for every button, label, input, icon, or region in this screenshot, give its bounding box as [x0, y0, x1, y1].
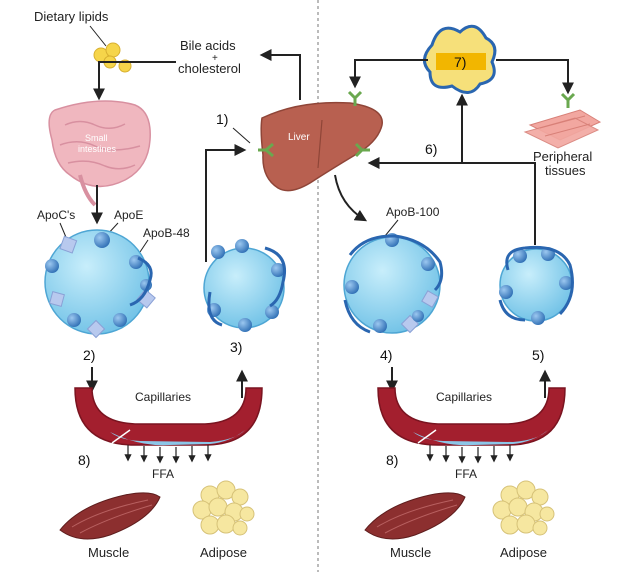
- peripheral-label: Peripheral: [533, 149, 592, 164]
- hdl-particle: [423, 24, 497, 94]
- adipose-left-icon: [192, 480, 255, 536]
- apob100-label: ApoB-100: [386, 205, 440, 219]
- arrow-bile-to-intestine: [93, 61, 176, 101]
- dietary-lipids-label: Dietary lipids: [34, 9, 109, 24]
- marker-2: 2): [83, 347, 95, 363]
- arrow-liver-to-bile: [259, 49, 301, 100]
- chylomicron-particle: [44, 229, 156, 339]
- arrow-liver-to-vldl: [334, 174, 368, 222]
- chylomicron-remnant-particle: [203, 239, 286, 332]
- ffa-left-label: FFA: [152, 467, 174, 481]
- small-label: Small: [85, 133, 108, 143]
- dietary-lipids-pointer: [89, 25, 107, 47]
- liver-receptor-top-icon: [347, 90, 363, 106]
- arrow-hdl-to-liver: [349, 59, 428, 89]
- liver-label: Liver: [288, 132, 310, 143]
- capillary-left: [74, 387, 263, 446]
- muscle-right-icon: [364, 492, 466, 540]
- marker-3: 3): [230, 339, 242, 355]
- arrow-ldl-to-hdl: [456, 93, 535, 164]
- liver-receptor-right-icon: [354, 142, 370, 158]
- apob100-pointer: [384, 219, 399, 237]
- ldl-particle: [498, 245, 574, 325]
- peripheral-tissue-icon: [523, 109, 602, 149]
- marker-4: 4): [380, 347, 392, 363]
- muscle-right-label: Muscle: [390, 545, 431, 560]
- marker-8-right: 8): [386, 452, 398, 468]
- adipose-right-icon: [492, 480, 555, 536]
- tissues-label: tissues: [545, 163, 586, 178]
- liver-receptor-left-icon: [258, 142, 274, 158]
- ffa-right-label: FFA: [455, 467, 477, 481]
- apoe-label: ApoE: [114, 208, 143, 222]
- capillaries-right-label: Capillaries: [436, 390, 492, 404]
- peripheral-receptor-icon: [560, 92, 576, 108]
- marker-7: 7): [454, 54, 466, 70]
- marker-8-left: 8): [78, 452, 90, 468]
- muscle-left-icon: [59, 492, 161, 540]
- ffa-arrows-left: [124, 445, 212, 464]
- adipose-left-label: Adipose: [200, 545, 247, 560]
- adipose-right-label: Adipose: [500, 545, 547, 560]
- marker-8-left-pointer: [111, 429, 131, 444]
- arrow-remnant-to-liver: [205, 144, 247, 262]
- marker-1: 1): [216, 111, 228, 127]
- cholesterol-label: cholesterol: [178, 61, 241, 76]
- arrow-hdl-to-peripheral: [496, 59, 574, 95]
- capillaries-left-label: Capillaries: [135, 390, 191, 404]
- muscle-left-label: Muscle: [88, 545, 129, 560]
- liver-icon: [260, 101, 383, 192]
- apoc-label: ApoC's: [37, 208, 75, 222]
- apob48-pointer: [139, 239, 149, 253]
- vldl-particle: [343, 233, 444, 334]
- marker-5: 5): [532, 347, 544, 363]
- capillary-right: [377, 387, 566, 446]
- marker-8-right-pointer: [417, 429, 437, 444]
- arrow-ldl-to-liver: [367, 157, 536, 245]
- plus-label: +: [212, 53, 218, 64]
- apob48-label: ApoB-48: [143, 226, 190, 240]
- intestines-label: intestines: [78, 144, 117, 154]
- bile-acids-label: Bile acids: [180, 38, 236, 53]
- marker-1-pointer: [232, 127, 251, 144]
- marker-6: 6): [425, 141, 437, 157]
- ffa-arrows-right: [426, 445, 514, 464]
- small-intestine-icon: [48, 100, 151, 207]
